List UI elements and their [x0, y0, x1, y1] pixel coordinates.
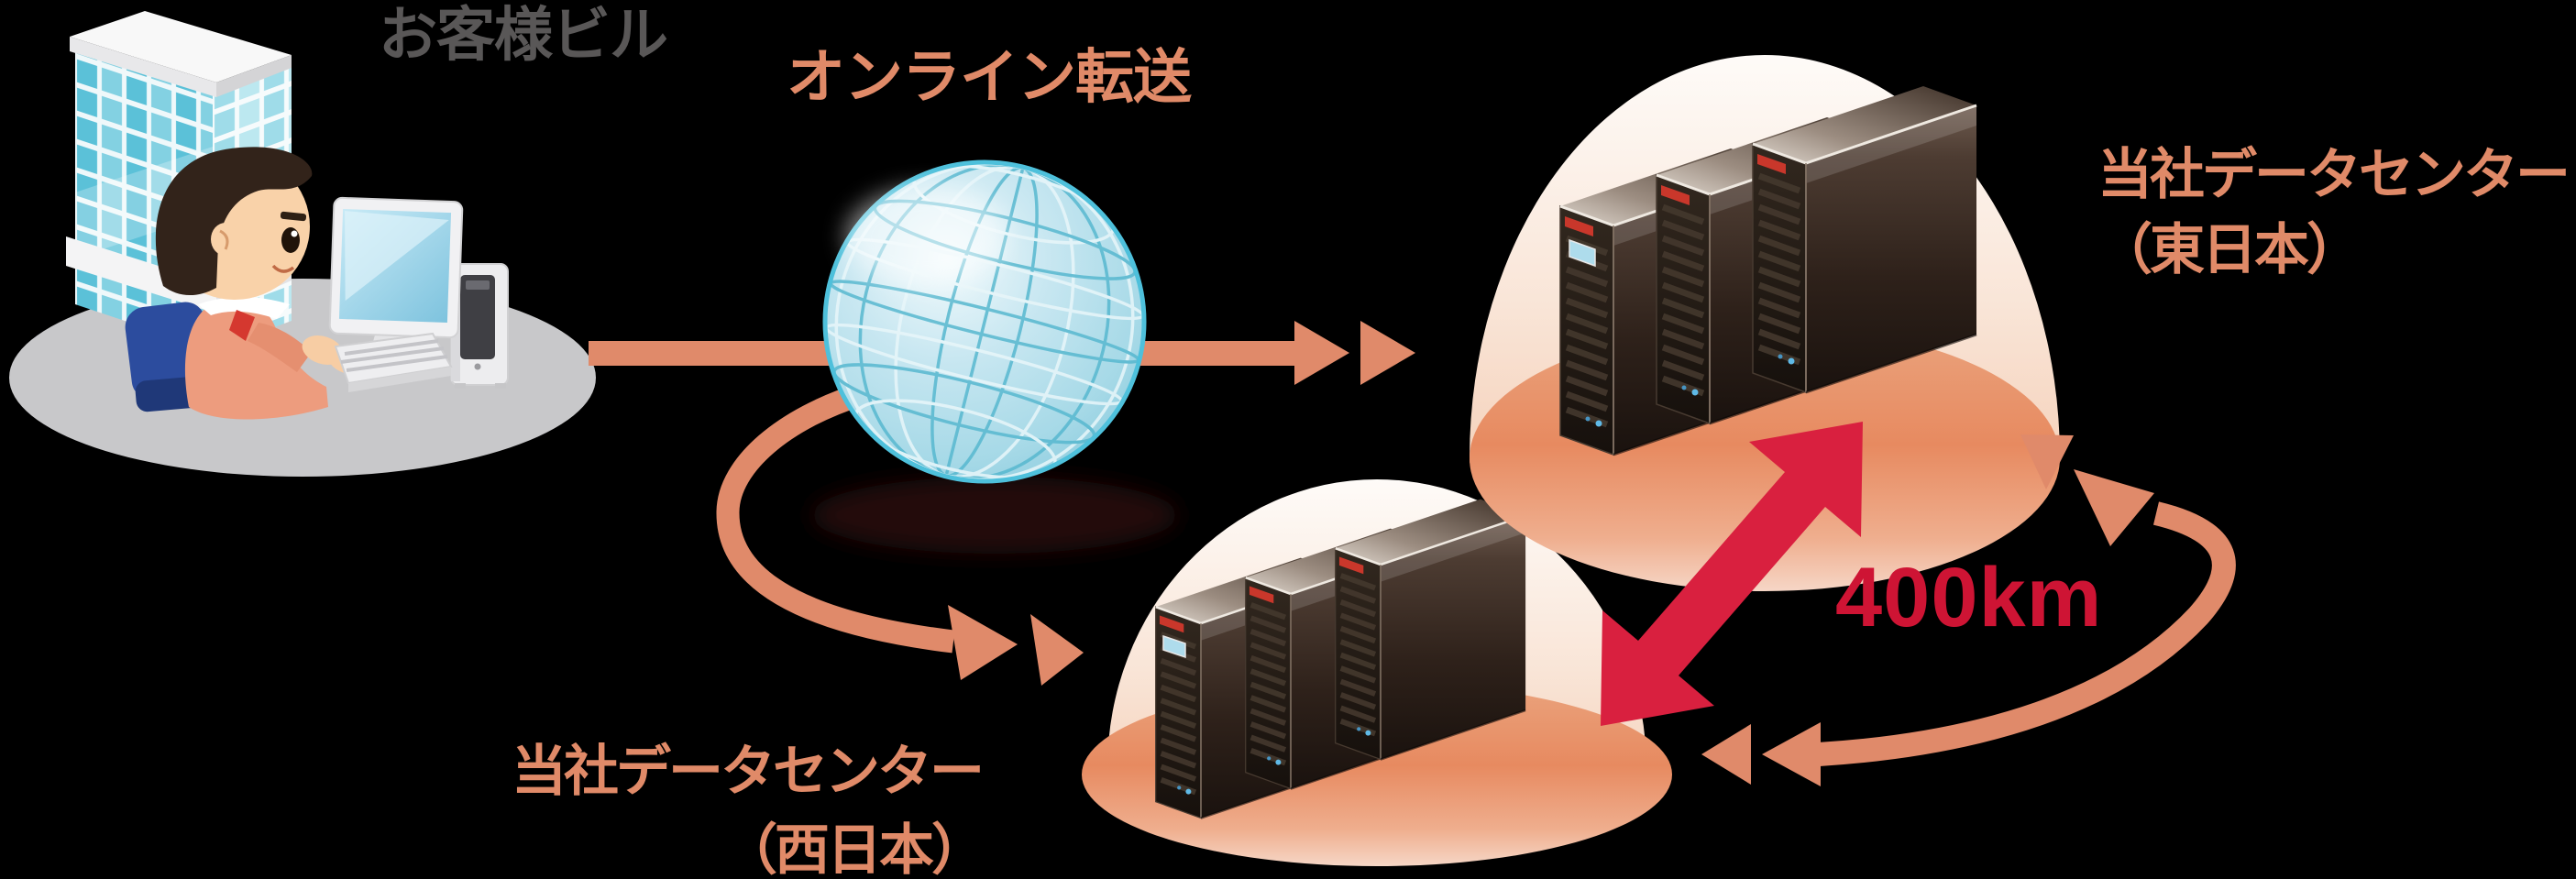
- arm: [248, 323, 312, 372]
- datacenter-east-illustration: [1470, 55, 2060, 591]
- label-datacenter-west-line2: （西日本）: [722, 819, 986, 879]
- torso: [184, 298, 328, 420]
- server-lcd: [1162, 634, 1186, 659]
- hair: [155, 147, 313, 296]
- label-datacenter-west: 当社データセンター （西日本）: [512, 732, 986, 879]
- arrow-replication-cycle: [1701, 434, 2236, 786]
- ear: [211, 223, 240, 256]
- label-distance-400km: 400km: [1835, 551, 2103, 644]
- tie: [229, 310, 255, 341]
- eye-glint: [291, 230, 298, 237]
- label-datacenter-west-line1: 当社データセンター: [512, 741, 985, 802]
- server-lcd: [1569, 238, 1596, 268]
- label-customer-building: お客様ビル: [379, 2, 668, 68]
- ear-inner: [219, 229, 229, 250]
- label-online-transfer: オンライン転送: [787, 44, 1192, 110]
- keyboard-icon: [334, 332, 453, 392]
- collar: [198, 297, 290, 319]
- computer-illustration: [328, 196, 509, 392]
- label-datacenter-east: 当社データセンター （東日本）: [2097, 137, 2570, 288]
- globe-icon: [811, 159, 1178, 554]
- datacenter-west-illustration: [1082, 479, 1672, 866]
- mouth: [271, 264, 295, 273]
- eye: [281, 227, 300, 253]
- eyebrow: [280, 211, 307, 222]
- label-datacenter-east-line2: （東日本）: [2097, 219, 2361, 280]
- arrow-online-transfer-west: [716, 383, 1084, 686]
- red-double-arrow-icon: [1601, 422, 1863, 726]
- label-datacenter-east-line1: 当社データセンター: [2097, 144, 2570, 205]
